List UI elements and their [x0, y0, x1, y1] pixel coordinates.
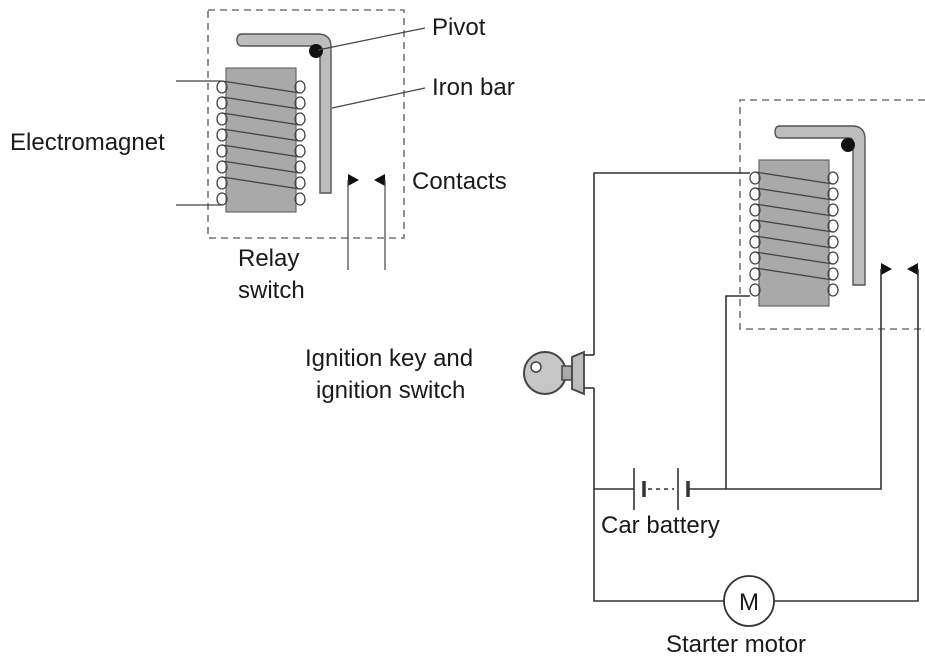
- car-battery-symbol: [633, 468, 690, 510]
- relay-switch-detail: [176, 9, 426, 270]
- iron-bar-leader-line: [331, 87, 426, 109]
- iron-bar-label: Iron bar: [432, 74, 515, 101]
- circuit-relay-contacts: [881, 263, 918, 275]
- wire-motor-return: [593, 489, 724, 602]
- wire-battery-to-contact: [688, 269, 882, 490]
- motor-symbol-letter: M: [739, 589, 759, 616]
- car-battery-label: Car battery: [601, 512, 720, 539]
- pivot-label: Pivot: [432, 14, 486, 41]
- relay-contacts: [347, 174, 386, 270]
- electromagnet-coil: [216, 80, 306, 206]
- ignition-label-line2: ignition switch: [316, 377, 465, 404]
- ignition-switch-symbol: [584, 354, 594, 389]
- circuit-pivot-point: [841, 138, 855, 152]
- starter-circuit: M: [523, 99, 925, 627]
- pivot-point: [309, 44, 323, 58]
- contacts-label: Contacts: [412, 168, 507, 195]
- ignition-label-line1: Ignition key and: [305, 345, 473, 372]
- circuit-relay-outline-box: [739, 99, 925, 330]
- circuit-electromagnet-core: [758, 159, 830, 307]
- electromagnet-core: [225, 67, 297, 213]
- relay-label-line2: switch: [238, 277, 305, 304]
- circuit-iron-bar: [774, 125, 866, 286]
- wire-contact-to-motor: [774, 269, 919, 602]
- electromagnet-label: Electromagnet: [10, 129, 165, 156]
- starter-motor-label: Starter motor: [666, 631, 806, 658]
- wire-coil-to-ignition: [593, 172, 750, 355]
- circuit-electromagnet-coil: [749, 171, 839, 297]
- relay-label-line1: Relay: [238, 245, 299, 272]
- relay-outline-box: [207, 9, 405, 239]
- wire-coil-to-battery: [725, 295, 750, 489]
- pivot-leader-line: [317, 27, 426, 51]
- starter-motor-symbol: [723, 575, 775, 627]
- wire-ignition-to-battery: [593, 388, 634, 490]
- ignition-key-icon: [523, 350, 585, 396]
